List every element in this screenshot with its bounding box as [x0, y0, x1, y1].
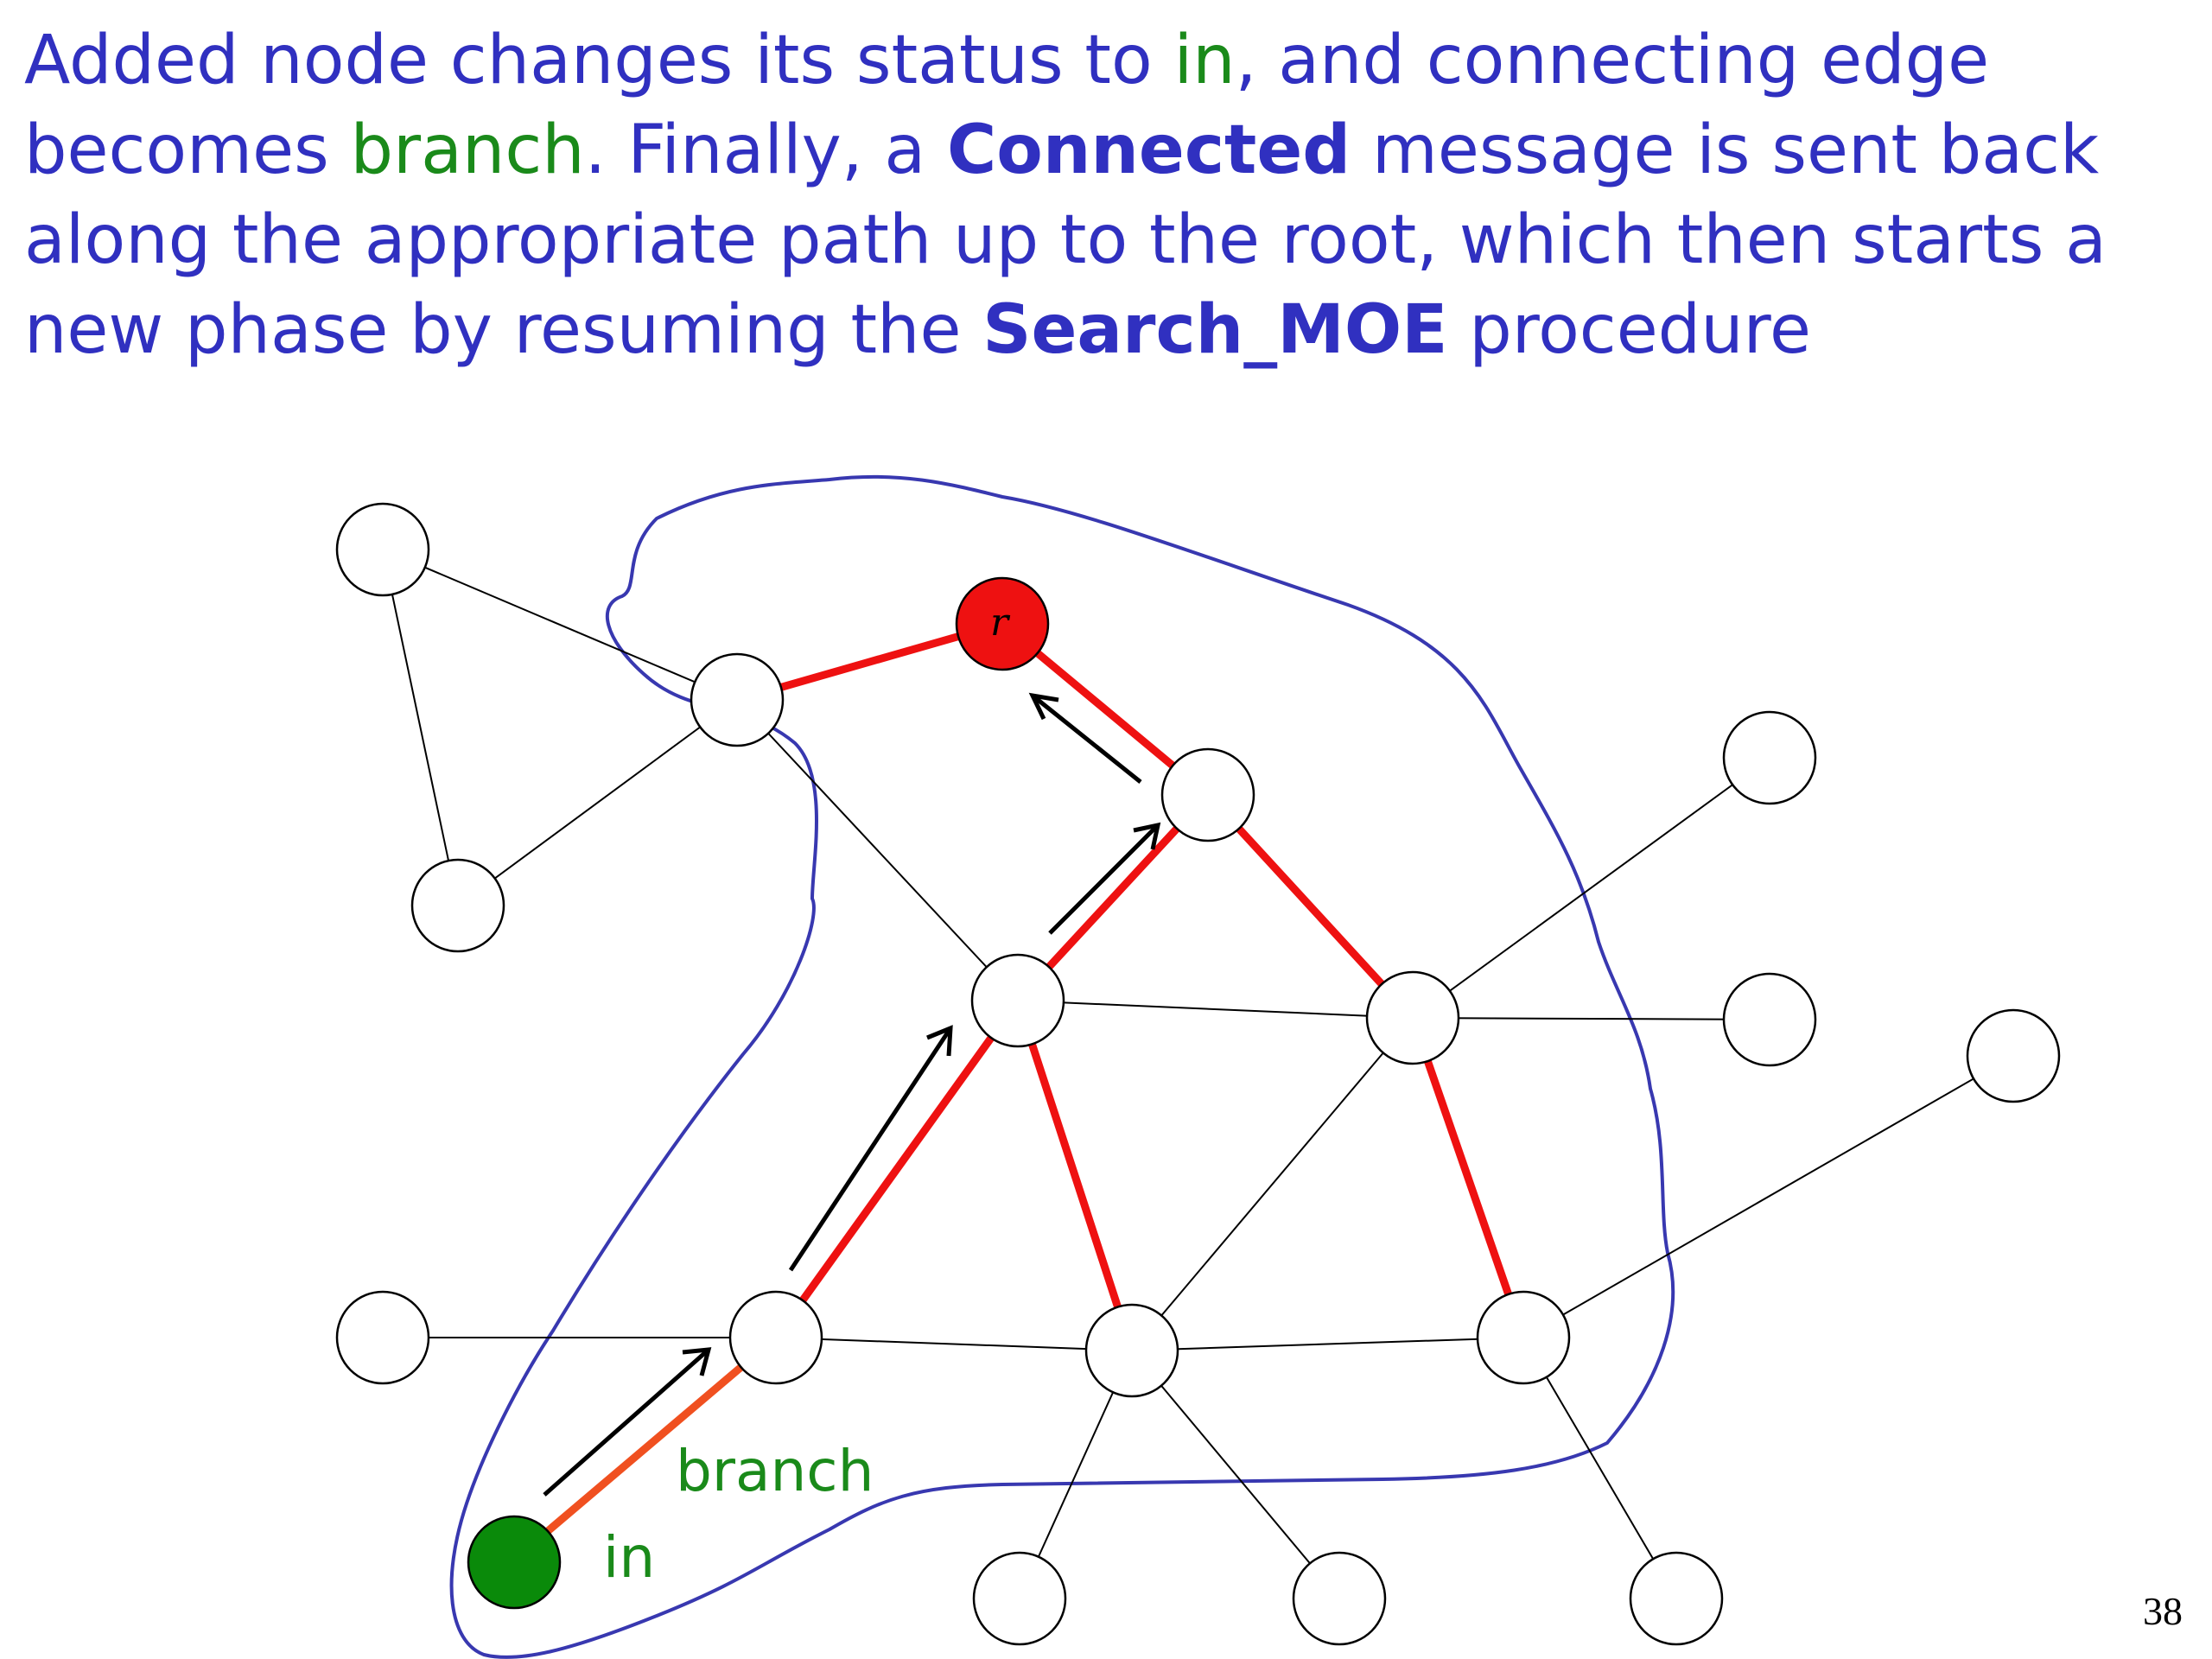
text-line-1: Added node changes its status to in, and…: [24, 16, 2184, 105]
edge: [1412, 757, 1770, 1019]
arrowhead-icon: [926, 1025, 953, 1057]
edge: [1522, 1055, 2014, 1338]
message-arrow: [543, 1348, 710, 1497]
text-line-2: becomes branch. Finally, a Connected mes…: [24, 105, 2184, 195]
edge: [382, 549, 738, 701]
in-label: in: [603, 1524, 655, 1591]
status-in-term: in: [1173, 22, 1236, 99]
text-segment: becomes: [24, 111, 351, 189]
root-node: [955, 576, 1050, 671]
message-arrow: [788, 1027, 953, 1272]
edge: [382, 549, 459, 906]
text-line-3: along the appropriate path up to the roo…: [24, 201, 2107, 279]
text-line-4: new phase by resuming the Search_MOE pro…: [24, 285, 2184, 375]
arrowhead-icon: [682, 1347, 712, 1376]
text-segment: , and connecting edge: [1235, 22, 1990, 99]
edge: [1522, 1337, 1677, 1599]
fragment-outline: [449, 474, 1675, 1659]
root-label: r: [990, 601, 1011, 645]
new-branch-edge: [512, 1334, 779, 1563]
edge: [1131, 1337, 1524, 1351]
search-moe-term: Search_MOE: [982, 291, 1448, 369]
node: [335, 502, 430, 597]
connected-term: Connected: [947, 111, 1351, 189]
graph-edges: [382, 549, 2014, 1599]
added-node: [467, 1515, 562, 1610]
message-arrow: [1048, 823, 1160, 935]
connected-message-arrows: [543, 692, 1161, 1497]
node: [970, 953, 1065, 1048]
node: [1365, 970, 1460, 1065]
node: [728, 1290, 823, 1385]
branch-term: branch: [350, 111, 585, 189]
node: [1160, 747, 1255, 842]
branch-edge: [1014, 999, 1136, 1352]
edge: [1412, 1017, 1770, 1020]
slide-text: Added node changes its status to in, and…: [24, 16, 2184, 375]
node: [1292, 1551, 1387, 1646]
node: [1966, 1008, 2061, 1103]
text-segment: message is sent back: [1351, 111, 2100, 189]
branch-edge: [1205, 791, 1416, 1021]
node: [1629, 1551, 1724, 1646]
branch-edge: [772, 998, 1021, 1340]
edge: [1017, 1000, 1414, 1019]
arrowhead-icon: [1028, 692, 1059, 721]
node: [690, 652, 785, 747]
arrowhead-icon: [1133, 822, 1161, 850]
edge: [1131, 1350, 1340, 1599]
message-arrow: [1031, 694, 1142, 784]
branch-edges: [512, 620, 1528, 1563]
edge: [1131, 1017, 1414, 1351]
edge: [457, 699, 738, 906]
graph-nodes: [335, 502, 2061, 1646]
branch-edge: [1408, 1016, 1528, 1339]
branch-label: branch: [676, 1438, 874, 1504]
node: [410, 858, 505, 953]
edge: [775, 1337, 1133, 1351]
node: [1722, 972, 1817, 1067]
node: [1084, 1303, 1179, 1398]
text-segment: procedure: [1447, 291, 1811, 369]
text-segment: new phase by resuming the: [24, 291, 983, 369]
text-segment: . Finally, a: [584, 111, 948, 189]
node: [335, 1290, 430, 1385]
page-number: 38: [2143, 1589, 2183, 1633]
node: [972, 1551, 1067, 1646]
text-segment: Added node changes its status to: [24, 22, 1174, 99]
node: [1476, 1290, 1571, 1385]
edge: [736, 699, 1019, 1001]
node: [1722, 710, 1817, 805]
